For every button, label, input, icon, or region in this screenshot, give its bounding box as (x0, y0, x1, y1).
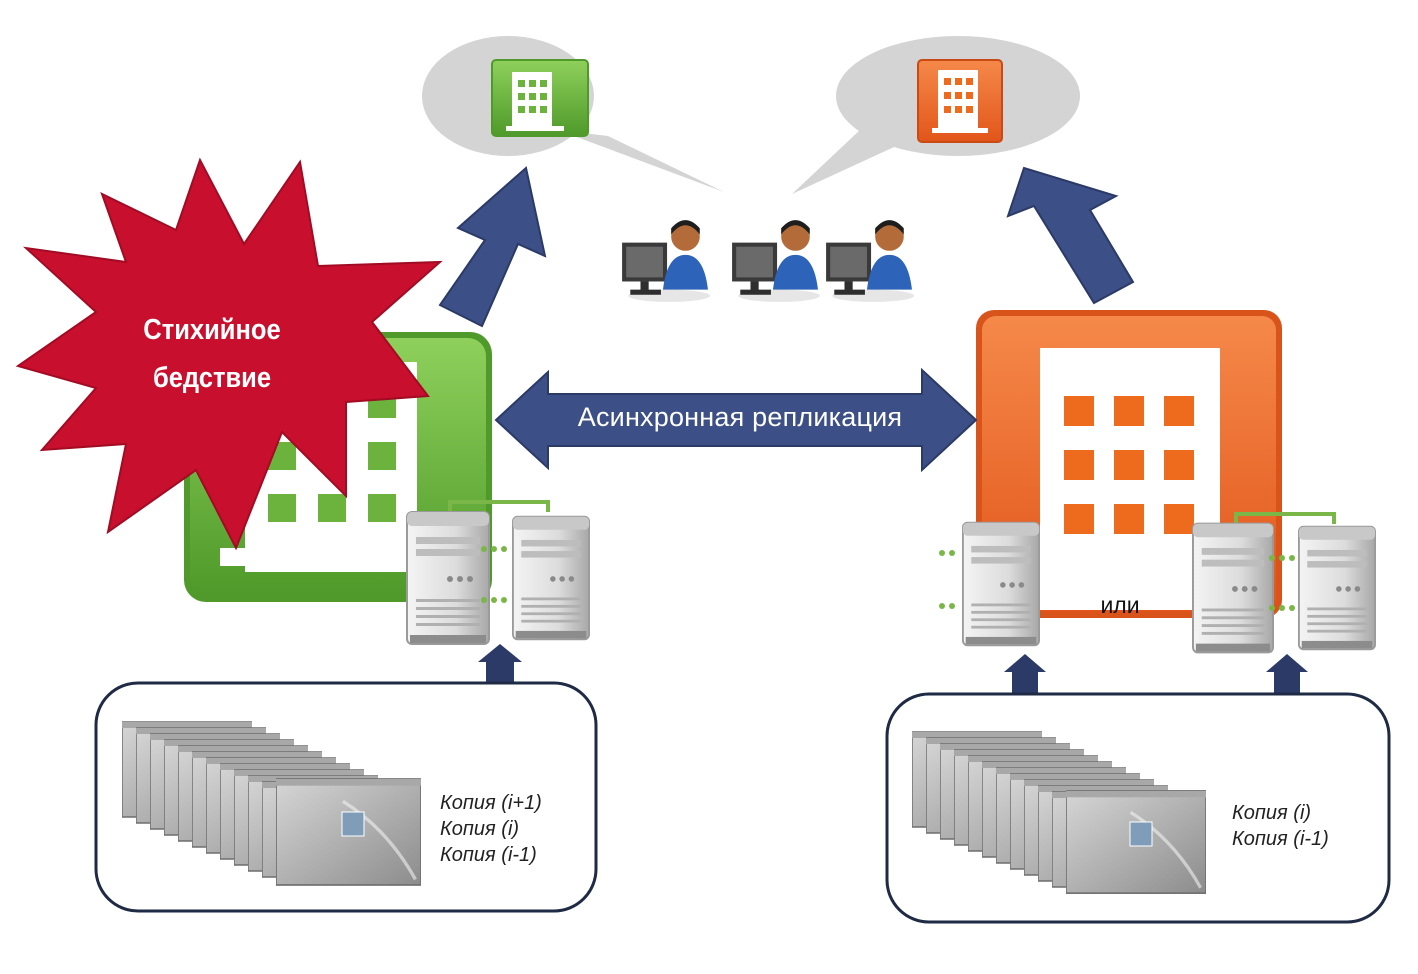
server-tower-icon (962, 521, 1040, 647)
small-up-arrow-right-2 (1266, 654, 1308, 696)
orange-building-icon (917, 59, 1003, 143)
explosion-star-icon (15, 157, 443, 551)
server-tower-icon (1192, 522, 1274, 654)
user-workstation-icon (826, 220, 914, 302)
server-single-right (939, 521, 1040, 647)
small-up-arrow-right-1 (1004, 654, 1046, 696)
green-building-icon (491, 59, 589, 137)
disaster-label-line2: бедствие (152, 362, 272, 394)
copy-item: Копия (i-1) (1232, 828, 1329, 850)
snapshot-stack-icon (122, 720, 421, 886)
copy-item: Копия (i+1) (440, 792, 542, 814)
server-tower-icon (512, 515, 590, 641)
copy-item: Копия (i-1) (440, 844, 537, 866)
user-workstation-icon (732, 220, 820, 302)
server-cluster-left (406, 500, 590, 646)
server-tower-icon (406, 510, 490, 646)
disaster-label-line1: Стихийное (143, 314, 281, 346)
copy-item: Копия (i) (440, 818, 520, 840)
server-cluster-right (1192, 512, 1376, 654)
or-label: или (1100, 592, 1140, 618)
server-tower-icon (1298, 525, 1376, 651)
replication-label: Асинхронная репликация (577, 402, 903, 432)
snapshot-stack-icon (912, 730, 1206, 895)
user-workstation-icon (622, 220, 710, 302)
small-up-arrow-left (478, 644, 522, 684)
left-copy-list: Копия (i+1) Копия (i) Копия (i-1) (440, 790, 542, 868)
replication-double-arrow (494, 367, 978, 473)
copy-item: Копия (i) (1232, 802, 1312, 824)
up-arrow-right (1006, 166, 1135, 305)
right-copy-list: Копия (i) Копия (i-1) (1232, 800, 1329, 852)
up-arrow-left (438, 166, 547, 328)
